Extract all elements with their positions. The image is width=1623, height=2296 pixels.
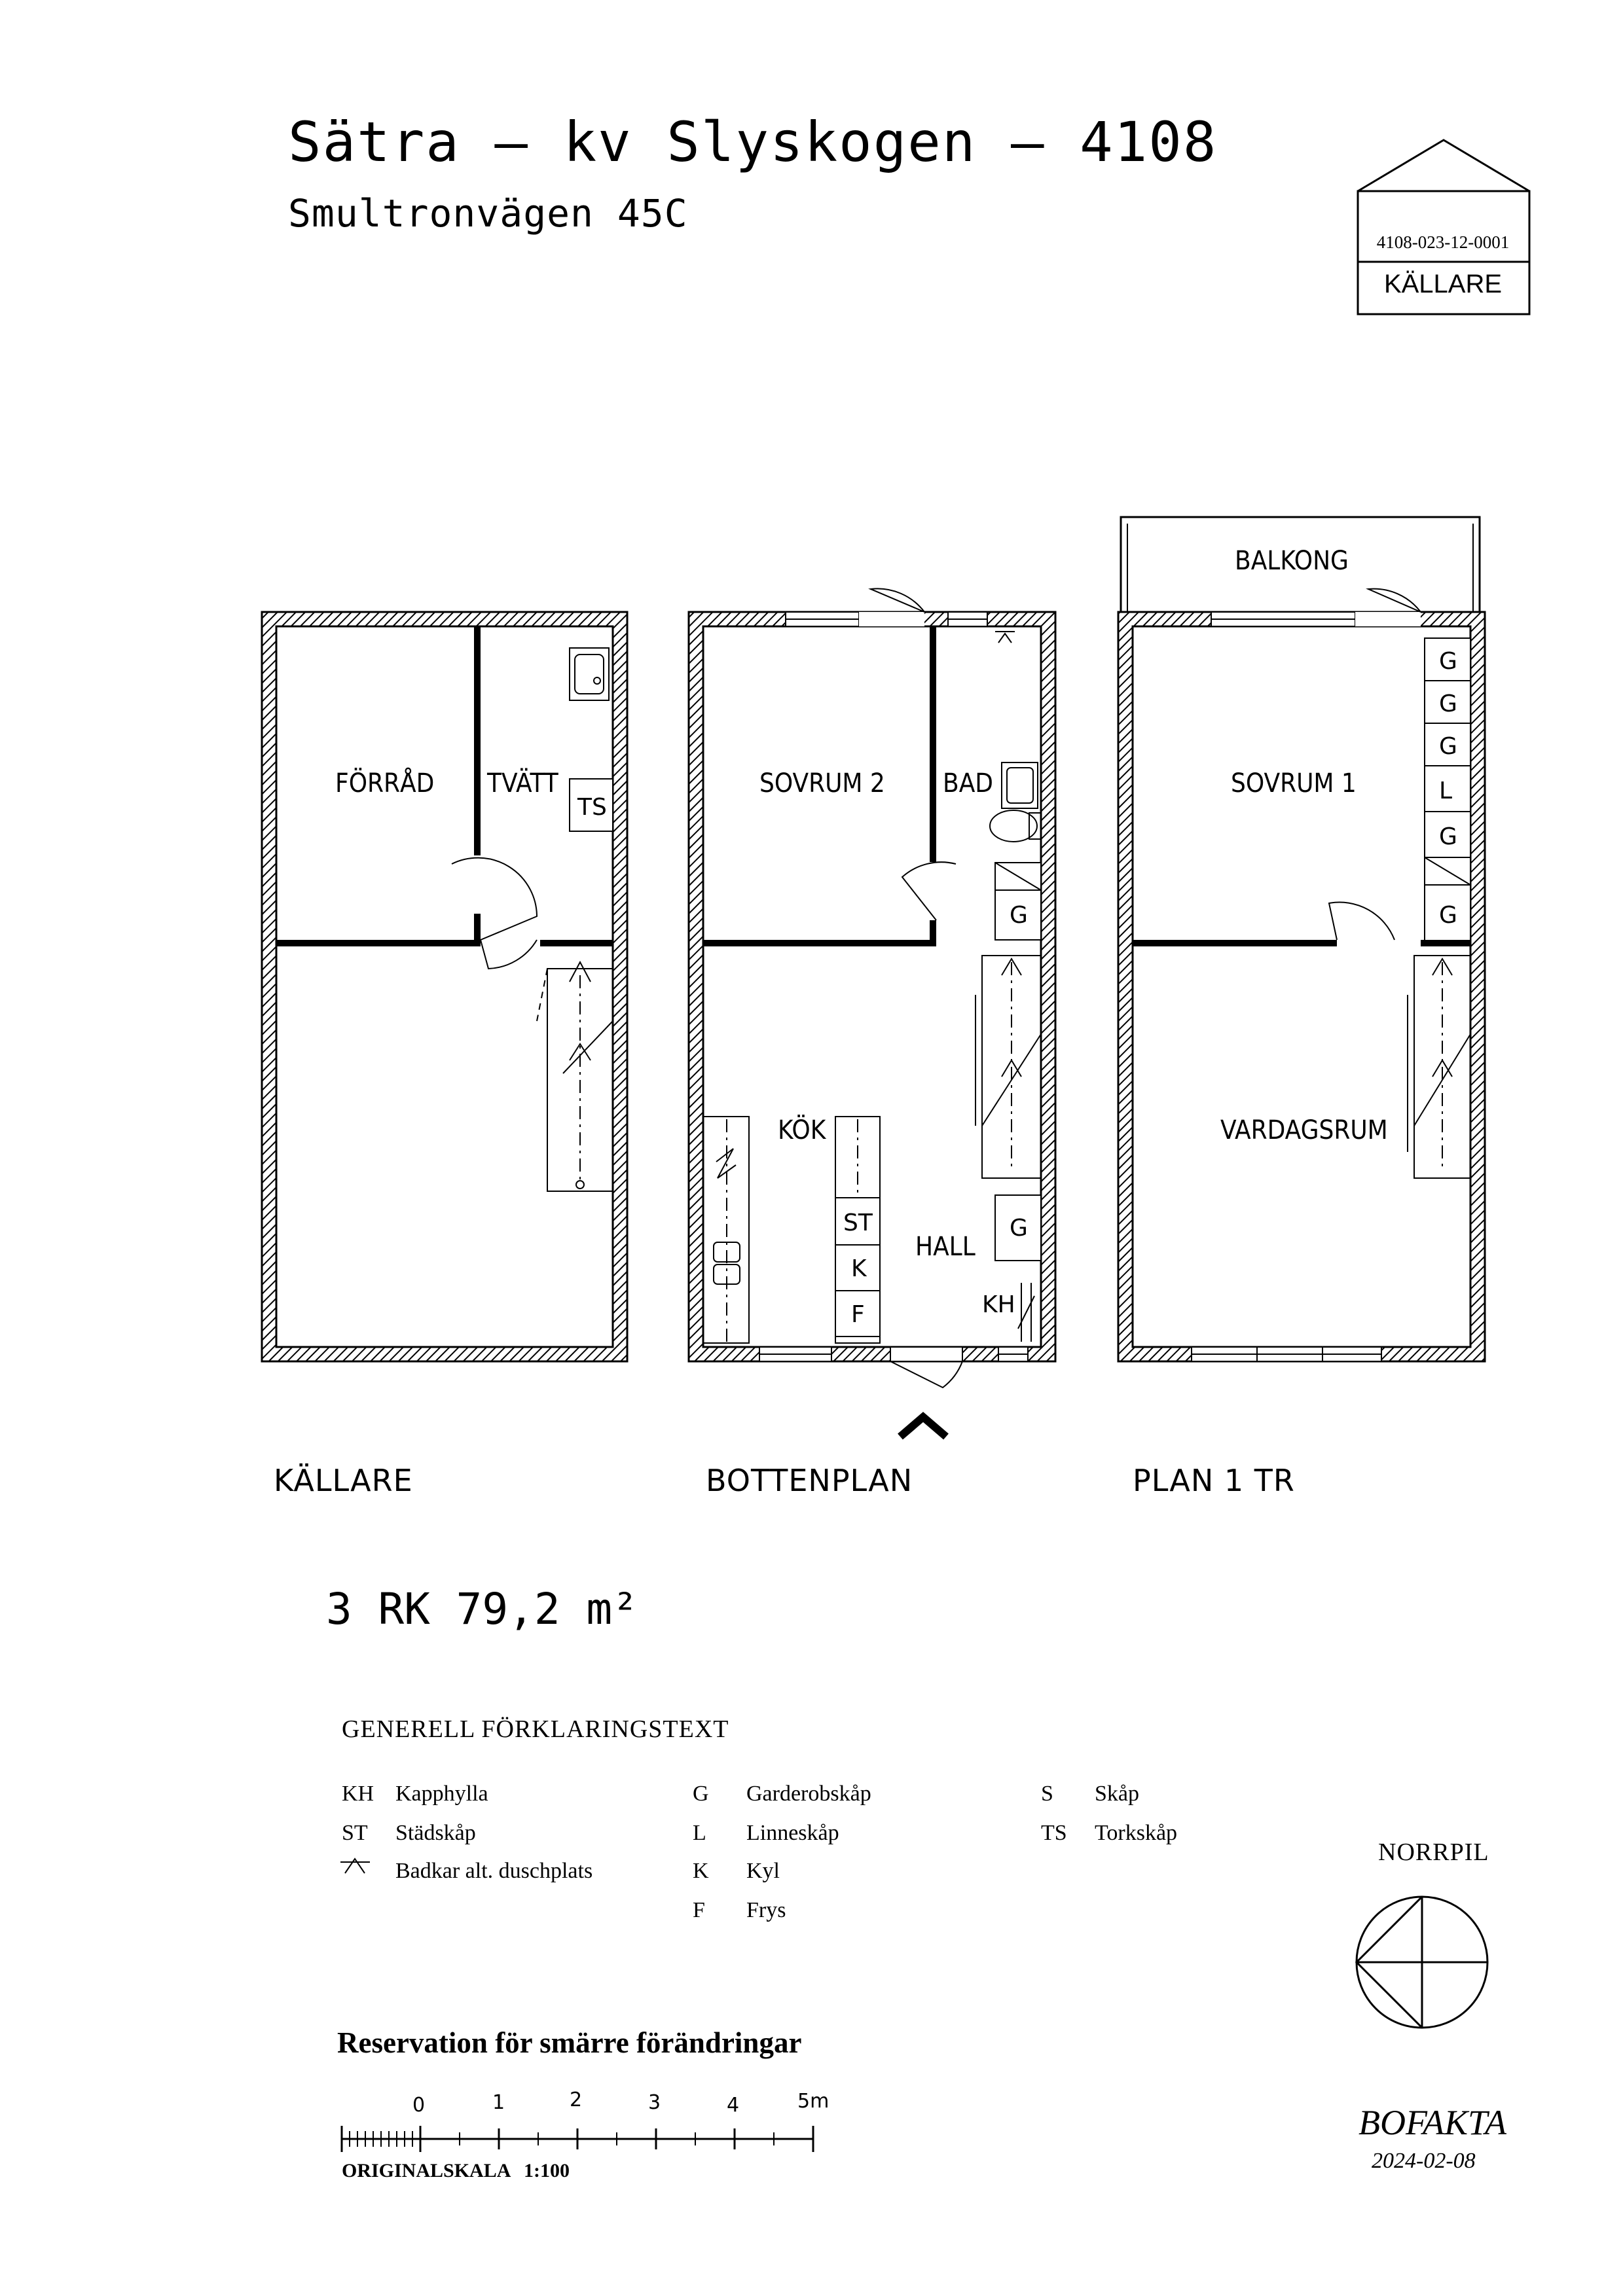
mark-g1: G xyxy=(1439,648,1457,675)
room-label-hall: HALL xyxy=(915,1232,976,1262)
reservation-note: Reservation för smärre förändringar xyxy=(337,2026,802,2059)
mark-g-bath: G xyxy=(1010,902,1028,929)
bathtub-icon xyxy=(340,1857,370,1874)
scale-value: 1:100 xyxy=(524,2160,570,2181)
mark-g5: G xyxy=(1439,902,1457,929)
room-label-forrad: FÖRRÅD xyxy=(335,767,434,798)
north-arrow-label: NORRPIL xyxy=(1378,1839,1489,1866)
apartment-area: 3 RK 79,2 m² xyxy=(326,1584,638,1634)
north-arrow-icon xyxy=(1355,1895,1489,2029)
mark-l: L xyxy=(1439,778,1452,804)
mark-st: ST xyxy=(843,1210,873,1236)
legend-item: Badkar alt. duschplats xyxy=(395,1859,593,1883)
scale-label: ORIGINALSKALA xyxy=(342,2160,511,2181)
ground-floor-plan: SOVRUM 2 BAD KÖK HALL G G ST K F KH xyxy=(687,588,1057,1440)
mark-ts: TS xyxy=(577,794,607,821)
scale-tick-0: 0 xyxy=(412,2094,425,2117)
property-code: 4108-023-12-0001 xyxy=(1376,232,1510,252)
room-label-kok: KÖK xyxy=(778,1114,827,1145)
logo-level-label: KÄLLARE xyxy=(1383,270,1503,298)
room-label-sovrum-2: SOVRUM 2 xyxy=(759,768,885,798)
mark-k: K xyxy=(851,1255,867,1282)
brand-logo-text: BOFAKTA xyxy=(1359,2103,1507,2142)
room-label-vardagsrum: VARDAGSRUM xyxy=(1220,1115,1388,1145)
room-label-balkong: BALKONG xyxy=(1235,546,1349,576)
scale-bar: 0 1 2 3 4 5m xyxy=(340,2089,829,2152)
room-label-bad: BAD xyxy=(943,768,993,798)
room-label-sovrum-1: SOVRUM 1 xyxy=(1231,768,1357,798)
scale-tick-4: 4 xyxy=(727,2094,739,2117)
page-title: Sätra – kv Slyskogen – 4108 xyxy=(288,110,1218,174)
mark-f: F xyxy=(851,1301,865,1328)
mark-kh: KH xyxy=(982,1291,1015,1318)
basement-plan: FÖRRÅD TVÄTT TS xyxy=(261,611,629,1363)
scale-tick-5: 5m xyxy=(797,2090,829,2113)
room-label-tvatt: TVÄTT xyxy=(486,767,559,798)
mark-g2: G xyxy=(1439,691,1457,717)
address-subtitle: Smultronvägen 45C xyxy=(288,191,688,236)
house-icon xyxy=(1357,139,1531,315)
mark-g4: G xyxy=(1439,823,1457,850)
floor-name-plan1: PLAN 1 TR xyxy=(1133,1463,1295,1498)
document-date: 2024-02-08 xyxy=(1372,2149,1476,2173)
upper-floor-plan: BALKONG SOVRUM 1 VARDAGSRUM G G G L G G xyxy=(1117,516,1486,1363)
mark-g-hall: G xyxy=(1010,1215,1028,1242)
legend-title: GENERELL FÖRKLARINGSTEXT xyxy=(342,1715,729,1743)
property-logo: 4108-023-12-0001 KÄLLARE xyxy=(1355,137,1532,315)
floor-name-bottenplan: BOTTENPLAN xyxy=(706,1463,913,1498)
scale-tick-2: 2 xyxy=(570,2089,582,2111)
mark-g3: G xyxy=(1439,733,1457,760)
scale-tick-3: 3 xyxy=(648,2091,661,2114)
scale-tick-1: 1 xyxy=(492,2091,505,2114)
floor-name-kallare: KÄLLARE xyxy=(274,1463,413,1498)
